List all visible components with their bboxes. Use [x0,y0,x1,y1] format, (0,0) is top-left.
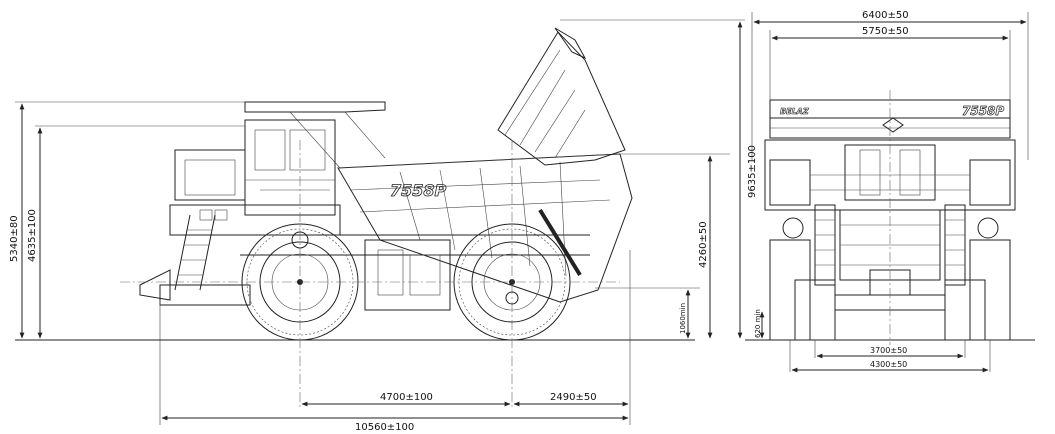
dim-min-clearance: 620 min [754,309,762,338]
dim-front-track: 3700±50 [870,346,907,355]
dim-overall-width: 6400±50 [862,10,909,21]
dim-canopy-height: 5340±80 [9,215,20,262]
dim-body-height: 4635±100 [27,209,38,262]
dim-dump-clearance: 4260±50 [698,221,709,268]
front-view: BELAZ 7558P 6400±50 5750±50 3700±50 4300… [745,10,1035,373]
side-model-label: 7558P [390,181,447,200]
dim-body-width: 5750±50 [862,26,909,37]
length-dimensions [159,250,631,425]
side-view: 7558P [9,19,758,433]
dim-rear-overhang: 2490±50 [550,392,597,403]
dim-raised-body-height: 9635±100 [747,145,758,198]
dim-total-length: 10560±100 [355,422,414,433]
height-dimensions [15,101,245,339]
front-brand-label: BELAZ [780,107,809,116]
right-height-dimensions [560,19,745,339]
dim-wheelbase: 4700±100 [380,392,433,403]
dim-ground-clearance: 1060min [679,303,687,334]
front-model-label: 7558P [962,104,1004,118]
cab-structure [139,119,590,311]
dim-rear-track: 4300±50 [870,360,907,369]
dump-body [244,27,633,303]
